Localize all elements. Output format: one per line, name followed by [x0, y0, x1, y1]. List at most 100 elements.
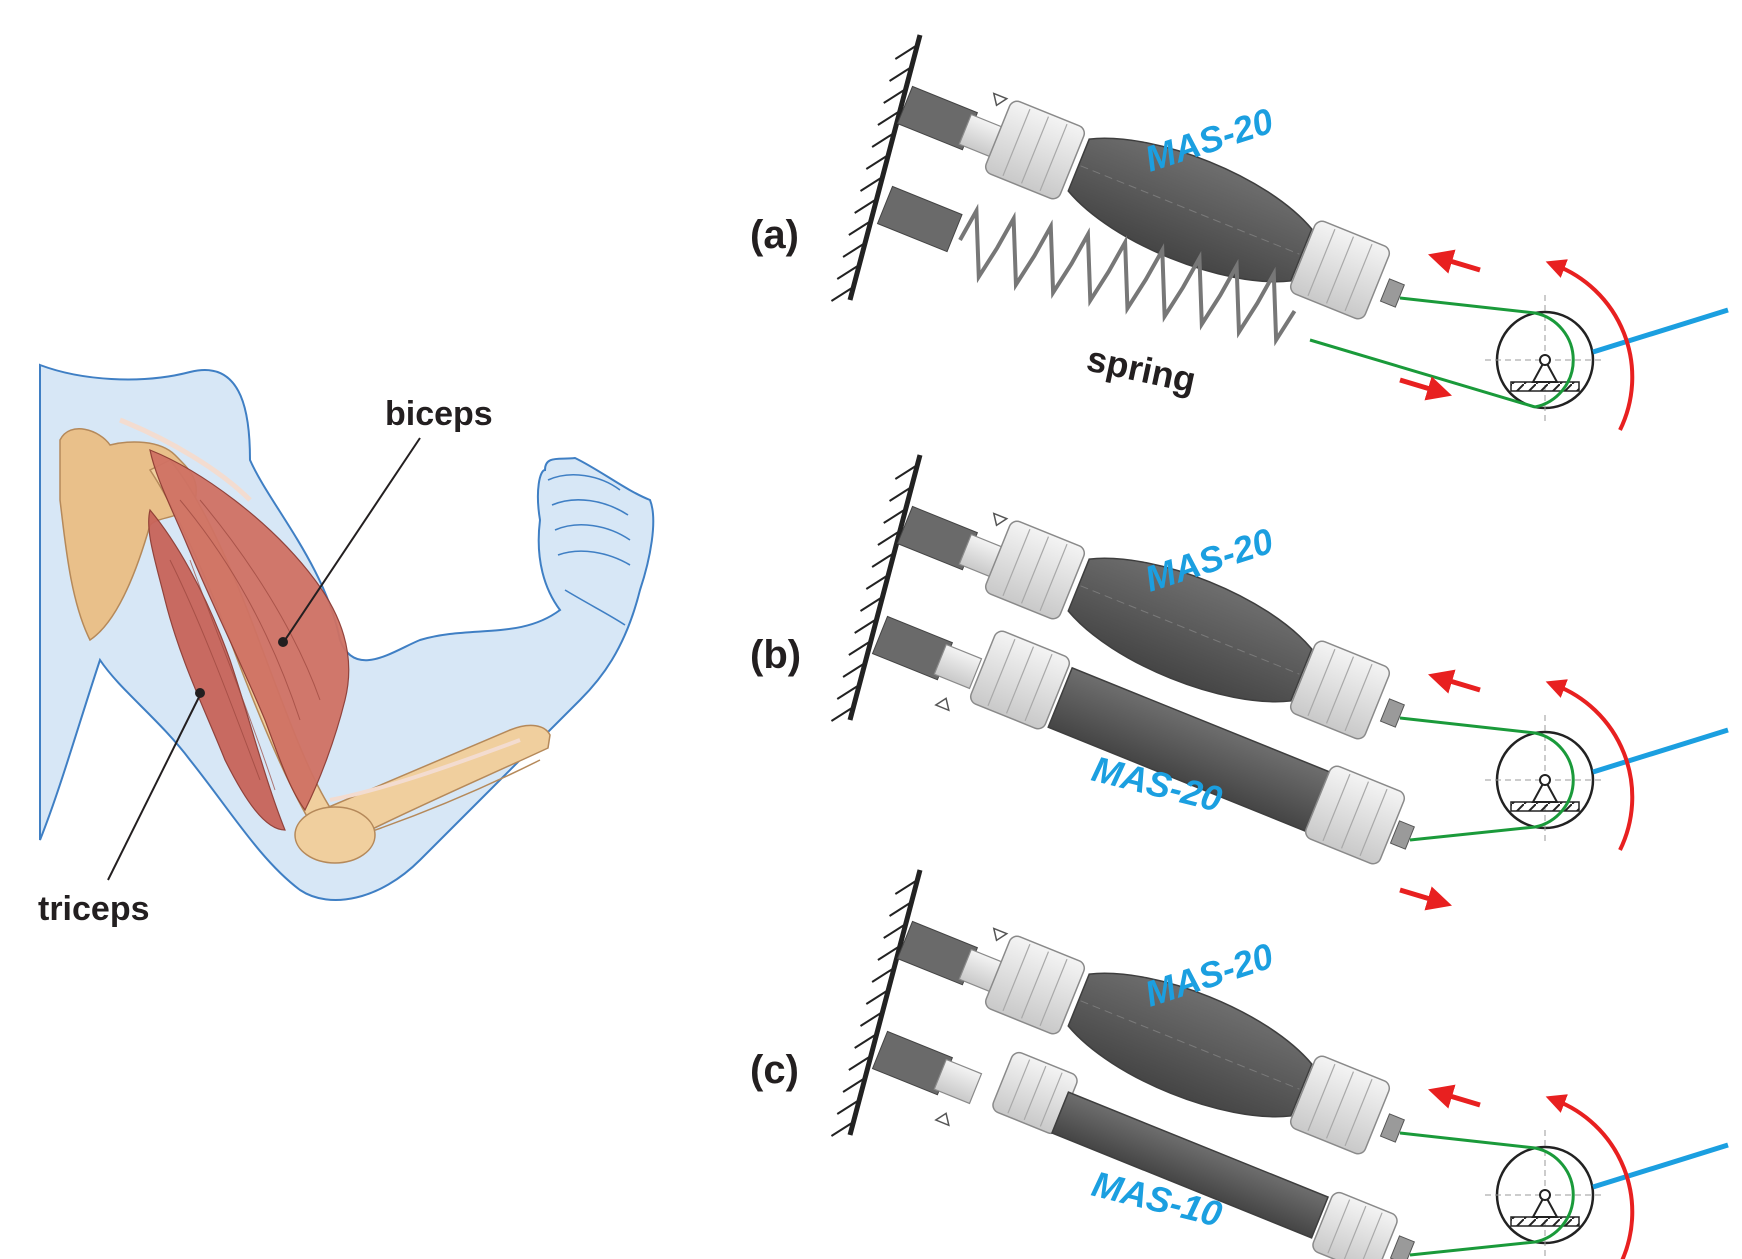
ground-hatch [1510, 381, 1580, 392]
wall-hatch [894, 44, 918, 60]
biceps-leader-dot [278, 637, 288, 647]
upper-fitting-right-ridge [1344, 243, 1373, 312]
arm-illustration: biceps triceps [38, 363, 655, 928]
wall-hatch [848, 1055, 872, 1071]
lower-end-cap [1389, 820, 1415, 850]
upper-fitting-right [1289, 220, 1391, 320]
triceps-label: triceps [38, 890, 150, 928]
upper-end-cap-body [1379, 278, 1405, 308]
lower-fitting-right-ridge [1322, 773, 1351, 842]
upper-fitting-left [984, 520, 1086, 620]
upper-fitting-right-ridge [1344, 663, 1373, 732]
cable-upper [1399, 1131, 1575, 1244]
spring-coil [958, 203, 1297, 347]
wall-hatch [836, 264, 860, 280]
wall-hatch [894, 464, 918, 480]
upper-fitting-right-ridge [1325, 1071, 1355, 1139]
fist [547, 474, 631, 626]
upper-end-cap [1379, 1113, 1405, 1143]
valve-marker [934, 697, 950, 712]
upper-muscle-axis [1080, 585, 1300, 675]
wall-hatch [865, 574, 889, 590]
force-arrow-upper [1428, 1084, 1481, 1109]
upper-fitting-right [1289, 1055, 1391, 1155]
lower-fitting-left [969, 630, 1071, 730]
upper-fitting-left-ridge [1002, 108, 1031, 177]
biceps-leader-line [284, 437, 421, 641]
rotation-arrow [1545, 1094, 1635, 1259]
wall-hatch [854, 1033, 878, 1049]
force-arrow-lower [1399, 886, 1452, 911]
wall-hatch [889, 66, 913, 82]
pivot [1539, 354, 1551, 366]
pivot [1539, 774, 1551, 786]
wall-hatch [854, 618, 878, 634]
wall-hatch [871, 552, 895, 568]
valve-marker [992, 927, 1009, 942]
lower-fitting-right-ridge [1327, 1199, 1351, 1254]
cable-lower [1409, 1240, 1536, 1257]
config-label: (a) [750, 213, 799, 257]
upper-fitting-left-ridge [1002, 943, 1031, 1012]
wall-hatch [854, 198, 878, 214]
lower-nut [933, 1058, 983, 1105]
upper-muscle [1067, 137, 1313, 283]
wall-hatch [865, 989, 889, 1005]
lower-fitting-right [1304, 765, 1406, 865]
force-arrow-upper [1428, 669, 1481, 694]
elbow-joint [294, 806, 376, 864]
valve-marker [992, 512, 1009, 527]
wall-hatch [883, 508, 907, 524]
upper-fitting-left [984, 100, 1086, 200]
wall-hatch [877, 945, 901, 961]
wall-hatch [894, 879, 918, 895]
output-link [1592, 1142, 1729, 1190]
lower-mount-rod [871, 615, 983, 712]
upper-fitting-left-ridge [1020, 536, 1050, 604]
wall-hatch [836, 684, 860, 700]
upper-fitting-left-ridge [1020, 951, 1050, 1019]
wall-hatch [848, 220, 872, 236]
upper-muscle-axis [1080, 1000, 1300, 1090]
wall [847, 454, 923, 721]
cable-lower [1309, 338, 1536, 409]
wall [847, 869, 923, 1136]
upper-fitting-left-ridge [1039, 543, 1068, 612]
lower-fitting-left-ridge [1023, 1065, 1047, 1121]
lower-fitting-left-ridge [1024, 653, 1053, 722]
wall-hatch [830, 706, 854, 722]
wall-hatch [871, 967, 895, 983]
wall-hatch [859, 1011, 884, 1027]
upper-fitting-left [984, 935, 1086, 1035]
lower-mount-rod [871, 1030, 983, 1127]
wall-hatch [877, 110, 901, 126]
pivot [1539, 1189, 1551, 1201]
spring [958, 203, 1297, 347]
upper-fitting-left-ridge [1039, 123, 1068, 192]
valve-marker [992, 92, 1009, 107]
output-link [1592, 307, 1729, 355]
lower-fitting-right-ridge [1359, 788, 1388, 857]
wall-hatch [871, 132, 895, 148]
output-link [1592, 727, 1729, 775]
wall-hatch [836, 1099, 860, 1115]
upper-fitting-right-ridge [1344, 1078, 1373, 1147]
wall-hatch [883, 88, 907, 104]
lower-fitting-left-ridge [1039, 1072, 1063, 1127]
wall-hatch [883, 923, 907, 939]
biceps-muscle [149, 449, 350, 812]
wall-hatch [859, 596, 884, 612]
upper-fitting-right-ridge [1307, 1063, 1336, 1132]
upper-fitting-right-ridge [1325, 656, 1355, 724]
lower-fitting-right-ridge [1343, 1205, 1367, 1259]
rotation-arrow [1545, 679, 1635, 851]
upper-fitting-right [1289, 640, 1391, 740]
lower-fitting-left [992, 1051, 1078, 1135]
triceps-leader-line [107, 694, 201, 881]
lower-fitting-right [1312, 1191, 1398, 1259]
lower-nut [933, 643, 983, 690]
